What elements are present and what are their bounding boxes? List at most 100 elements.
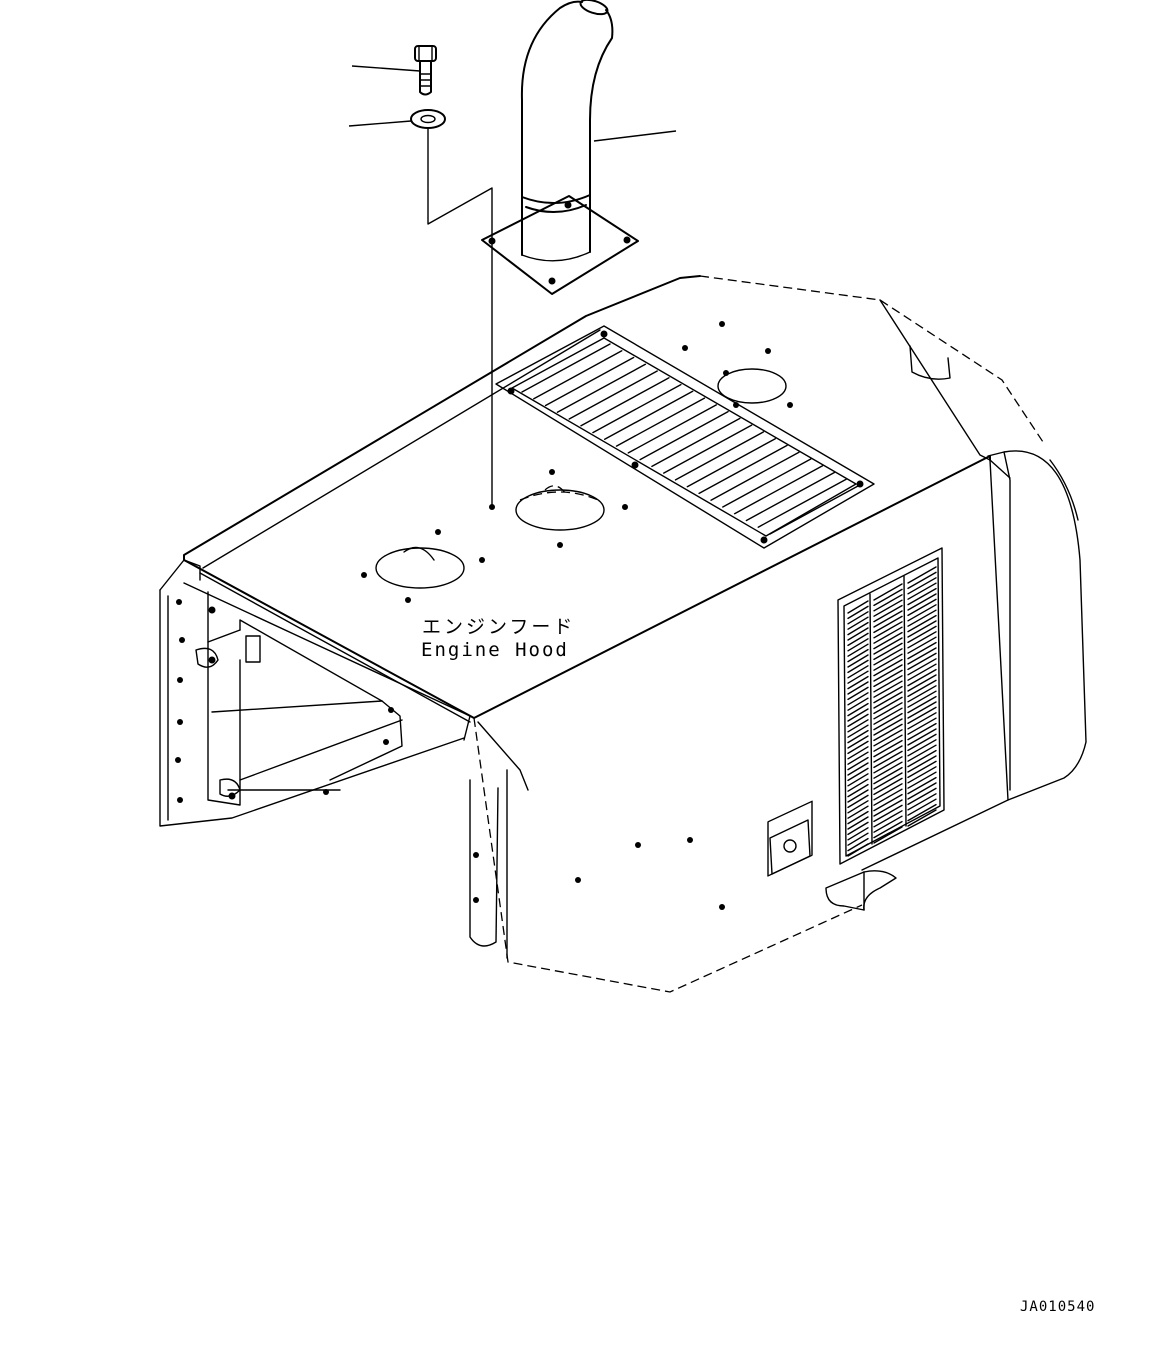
grille-slot (847, 616, 869, 630)
grille-slot (907, 593, 937, 611)
grille-slot (873, 739, 903, 758)
grille-slot (847, 611, 869, 625)
grille-slot (873, 696, 903, 715)
grille-slot (698, 444, 788, 495)
grille-slot (722, 458, 812, 508)
grille-slot (873, 637, 903, 655)
grille-slot (847, 654, 869, 668)
grille-slot (615, 397, 706, 447)
grille-slot (907, 701, 937, 719)
grille-slot (873, 772, 903, 790)
grille-slot (907, 625, 937, 644)
grille-slot (847, 816, 869, 830)
grille-slot (847, 675, 869, 690)
grille-slot (873, 761, 903, 779)
grille-slot (873, 691, 903, 709)
grille-slot (651, 417, 741, 468)
grille-slot (873, 788, 903, 806)
grille-slot (847, 713, 869, 728)
grille-slot (907, 809, 937, 827)
grille-slot (847, 832, 869, 846)
bolt (414, 45, 437, 96)
grille-slot (907, 636, 937, 654)
grille-slot (873, 680, 903, 698)
grille-slot (873, 669, 903, 688)
grille-slot (627, 404, 717, 454)
grille-slot (907, 577, 937, 595)
top-grille (495, 325, 875, 549)
grille-slot (873, 642, 903, 661)
grille-slot (907, 733, 937, 752)
drawing-code: JA010540 (1020, 1299, 1096, 1315)
grille-slot (847, 800, 869, 814)
grille-slot (533, 350, 623, 400)
grille-slot (745, 471, 836, 522)
grille-slot (907, 755, 937, 773)
grille-slot (847, 810, 869, 825)
grille-slot (873, 777, 903, 796)
grille-slot (907, 609, 937, 627)
grille-slot (873, 766, 903, 785)
grille-slot (873, 702, 903, 720)
grille-slot (847, 665, 869, 679)
grille-slot (847, 627, 869, 641)
grille-slot (873, 712, 903, 731)
grille-slot (710, 451, 800, 501)
grille-slot (873, 734, 903, 752)
grille-slot (592, 383, 682, 434)
grille-slot (847, 843, 869, 857)
grille-slot (873, 675, 903, 693)
grille-slot (556, 363, 647, 413)
grille-slot (847, 692, 869, 706)
grille-slot (907, 798, 937, 816)
grille-slot (769, 485, 859, 535)
grille-slot (847, 643, 869, 657)
grille-slot (847, 746, 869, 760)
grille-slot (907, 582, 937, 600)
grille-slot (907, 690, 937, 708)
grille-slot (847, 719, 869, 733)
grille-slot (907, 679, 937, 698)
grille-slot (873, 783, 903, 801)
grille-slot (847, 821, 869, 836)
grille-slot (873, 804, 903, 823)
grille-slot (907, 695, 937, 714)
grille-slot (907, 782, 937, 800)
grille-slot (873, 750, 903, 769)
grille-slot (873, 815, 903, 833)
grille-slot (568, 370, 658, 420)
grille-slot (873, 653, 903, 671)
grille-slot (907, 685, 937, 703)
grille-slot (847, 756, 869, 771)
grille-slot (873, 729, 903, 747)
grille-slot (907, 668, 937, 687)
exhaust-pipe (481, 0, 639, 295)
grille-slot (907, 706, 937, 725)
grille-slot (907, 614, 937, 633)
grille-slot (847, 773, 869, 787)
grille-slot (873, 799, 903, 817)
grille-slot (907, 587, 937, 606)
grille-slot (873, 707, 903, 725)
grille-slot (873, 718, 903, 736)
bolt-leader-line (351, 65, 421, 72)
grille-slot (847, 708, 869, 722)
grille-slot (521, 343, 611, 393)
grille-slot (907, 647, 937, 665)
grille-slot (873, 626, 903, 644)
grille-slot (580, 377, 670, 427)
grille-slot (604, 390, 694, 440)
washer (410, 109, 446, 129)
grille-slot (907, 771, 937, 789)
grille-slot (847, 740, 869, 755)
grille-slot (873, 604, 903, 623)
grille-slot (847, 697, 869, 711)
grille-slot (847, 778, 869, 792)
grille-slot (847, 638, 869, 652)
grille-slot (907, 717, 937, 735)
washer-leader-line (348, 120, 412, 127)
grille-slot (847, 735, 869, 749)
grille-slot (907, 604, 937, 622)
grille-slot (907, 712, 937, 730)
